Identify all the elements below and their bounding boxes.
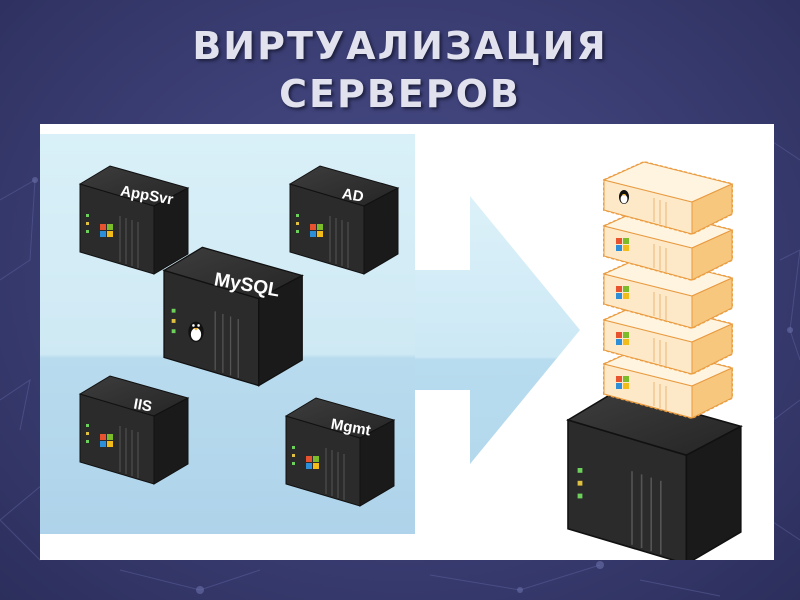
virtual-machine (603, 161, 733, 235)
slide-title: ВИРТУАЛИЗАЦИЯ СЕРВЕРОВ (0, 22, 800, 118)
server-appsvr: AppSvr (79, 165, 189, 275)
diagram-panel: AppSvr AD MySQL IIS (40, 124, 774, 560)
virtual-machine-stack (603, 161, 733, 419)
server-ad: AD (289, 165, 399, 275)
linux-tux-icon (619, 190, 629, 204)
linux-tux-icon (188, 321, 204, 343)
title-line-1: ВИРТУАЛИЗАЦИЯ (192, 24, 608, 68)
server-iis: IIS (79, 375, 189, 485)
server-mysql: MySQL (163, 246, 303, 387)
migration-arrow (415, 196, 580, 464)
server-label-iis: IIS (132, 396, 153, 416)
virtualization-diagram: AppSvr AD MySQL IIS (40, 134, 742, 560)
server-label-mgmt: Mgmt (330, 416, 372, 440)
server-mgmt: Mgmt (285, 397, 395, 507)
title-line-2: СЕРВЕРОВ (279, 72, 521, 116)
virtualization-host-server (567, 390, 742, 560)
server-label-ad: AD (341, 185, 365, 206)
